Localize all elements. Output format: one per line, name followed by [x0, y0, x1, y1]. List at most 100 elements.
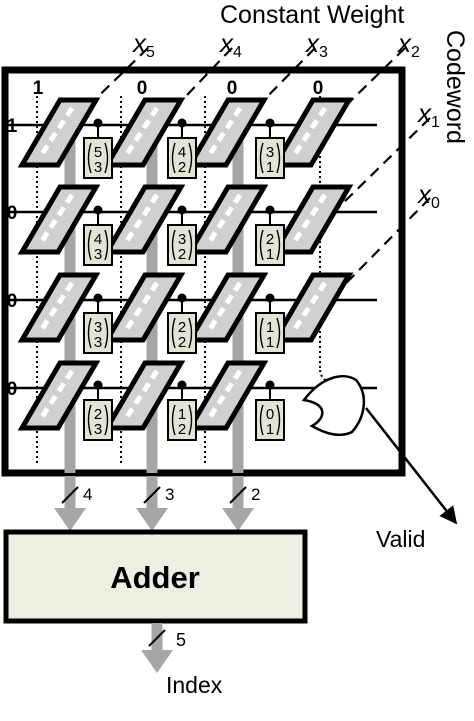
column-bit-3: 0 — [313, 78, 324, 99]
binomial-junction-9 — [93, 380, 103, 390]
bus-width-slash-2 — [229, 486, 247, 504]
switch-dash-r1-c0 — [37, 193, 75, 246]
index-output-arrow — [141, 623, 173, 673]
binomial-paren-left-5 — [259, 229, 264, 261]
binomial-junction-4 — [177, 205, 187, 215]
binomial-paren-left-7 — [171, 317, 176, 349]
binomial-top-5: 2 — [266, 231, 274, 248]
binomial-junction-11 — [265, 380, 275, 390]
binomial-top-8: 1 — [266, 319, 274, 336]
binomial-top-6: 3 — [94, 319, 102, 336]
bus-arrows: 4 3 2 — [54, 476, 260, 531]
column-bit-2: 0 — [227, 78, 238, 99]
binomial-junction-2 — [265, 118, 275, 128]
binomial-bottom-9: 3 — [94, 421, 102, 438]
switch-dash-r3-c0 — [37, 369, 75, 422]
input-label-4: x1 — [416, 98, 440, 131]
switch-dash-r2-c1 — [122, 281, 160, 334]
switch-r2-c2 — [185, 272, 269, 343]
binomial-junction-6 — [93, 293, 103, 303]
index-width-label: 5 — [176, 630, 186, 650]
binomial-top-1: 4 — [178, 144, 186, 161]
binomial-paren-left-2 — [259, 142, 264, 174]
bus-arrow-head-2 — [222, 508, 254, 531]
switch-dash-r0-c1 — [122, 106, 160, 159]
input-line-4 — [294, 117, 431, 251]
bus-width-label-2: 2 — [251, 485, 260, 504]
binomial-bottom-7: 2 — [178, 334, 186, 351]
codeword-frame — [1, 66, 406, 477]
switch-r0-c3 — [270, 97, 354, 168]
binomial-paren-right-2 — [276, 142, 281, 174]
binomial-paren-right-7 — [188, 317, 193, 349]
switch-dash-r0-c3 — [290, 106, 328, 159]
binomial-bottom-0: 3 — [94, 159, 102, 176]
binomial-junction-5 — [265, 205, 275, 215]
codeword-label: Codeword — [441, 30, 469, 144]
or-gate — [301, 375, 365, 437]
switch-dash-r2-c3 — [290, 281, 328, 334]
row-bit-2: 0 — [7, 291, 18, 312]
switch-dash-r3-c2 — [205, 369, 243, 422]
binomial-top-0: 5 — [94, 144, 102, 161]
switch-cells — [17, 97, 354, 431]
switch-dash-r0-c0 — [37, 106, 75, 159]
binomial-top-3: 4 — [94, 231, 102, 248]
binomial-paren-right-10 — [188, 404, 193, 436]
input-label-0: x5 — [131, 28, 155, 61]
binomial-box-0 — [83, 137, 113, 179]
binomial-junction-7 — [177, 293, 187, 303]
input-label-3: x2 — [396, 28, 420, 61]
binomial-paren-left-11 — [259, 404, 264, 436]
binomial-bottom-1: 2 — [178, 159, 186, 176]
switch-r2-c3 — [270, 272, 354, 343]
switch-dash-r0-c2 — [205, 106, 243, 159]
binomial-paren-left-1 — [171, 142, 176, 174]
binomial-paren-left-8 — [259, 317, 264, 349]
switch-dash-r1-c2 — [205, 193, 243, 246]
switch-r3-c0 — [17, 360, 101, 431]
binomial-paren-right-6 — [104, 317, 109, 349]
binomial-paren-left-0 — [87, 142, 92, 174]
switch-r1-c0 — [17, 184, 101, 255]
binomial-paren-right-0 — [104, 142, 109, 174]
index-label: Index — [166, 672, 223, 698]
switch-dash-r3-c1 — [122, 369, 160, 422]
binomial-paren-left-10 — [171, 404, 176, 436]
bus-width-label-0: 4 — [83, 485, 92, 504]
switch-r1-c3 — [270, 184, 354, 255]
bus-arrow-head-1 — [136, 508, 168, 531]
bus-width-slash-1 — [143, 486, 161, 504]
binomial-paren-left-6 — [87, 317, 92, 349]
valid-wire — [365, 407, 458, 525]
binomial-top-4: 3 — [178, 231, 186, 248]
binomial-top-11: 0 — [266, 406, 274, 423]
bus-width-slash-0 — [61, 486, 79, 504]
binomial-junction-0 — [93, 118, 103, 128]
binomial-paren-left-3 — [87, 229, 92, 261]
row-bit-0: 1 — [7, 116, 18, 137]
binomial-bottom-6: 3 — [94, 334, 102, 351]
binomial-bottom-4: 2 — [178, 246, 186, 263]
bus-width-label-1: 3 — [165, 485, 174, 504]
binomial-paren-right-9 — [104, 404, 109, 436]
binomial-paren-right-8 — [276, 317, 281, 349]
row-bit-3: 0 — [7, 379, 18, 400]
switch-r1-c1 — [102, 184, 186, 255]
row-bit-1: 0 — [7, 203, 18, 224]
binomial-paren-right-1 — [188, 142, 193, 174]
binomial-bottom-3: 3 — [94, 246, 102, 263]
binomial-junction-10 — [177, 380, 187, 390]
bus-arrow-head-0 — [54, 508, 86, 531]
binomial-bottom-8: 1 — [266, 334, 274, 351]
switch-r2-c0 — [17, 272, 101, 343]
binomial-paren-left-9 — [87, 404, 92, 436]
binomial-paren-right-3 — [104, 229, 109, 261]
switch-r2-c1 — [102, 272, 186, 343]
switch-r0-c1 — [102, 97, 186, 168]
adder-block — [3, 529, 308, 624]
adder-label: Adder — [110, 560, 200, 595]
binomial-junction-1 — [177, 118, 187, 128]
